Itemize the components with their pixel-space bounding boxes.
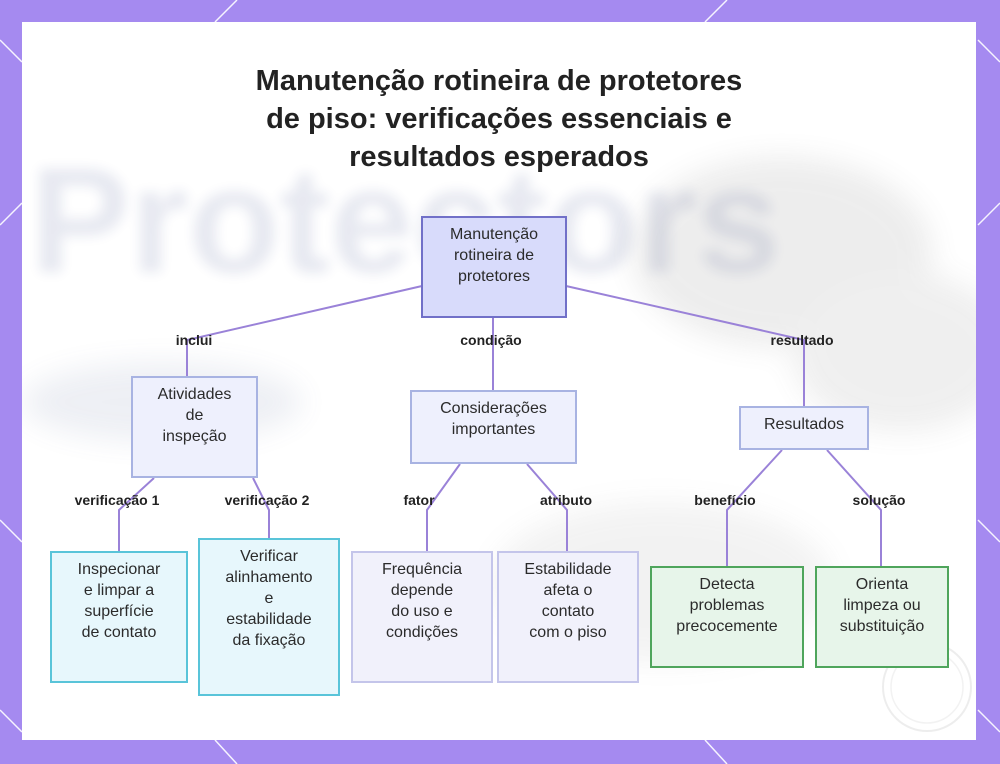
edge-label-solucao: solução bbox=[853, 492, 906, 508]
diagram-card: Protectors Manutenção rotineira de prote… bbox=[22, 22, 976, 740]
node-detects-problems: Detecta problemas precocemente bbox=[650, 566, 804, 668]
node-inspect-clean: Inspecionar e limpar a superfície de con… bbox=[50, 551, 188, 683]
node-stability: Estabilidade afeta o contato com o piso bbox=[497, 551, 639, 683]
edge-label-resultado: resultado bbox=[770, 332, 833, 348]
edge-label-condicao: condição bbox=[460, 332, 521, 348]
node-guides-cleaning: Orienta limpeza ou substituição bbox=[815, 566, 949, 668]
edge-label-fator: fator bbox=[403, 492, 434, 508]
edge-label-inclui: inclui bbox=[176, 332, 213, 348]
node-root: Manutenção rotineira de protetores bbox=[421, 216, 567, 318]
node-results: Resultados bbox=[739, 406, 869, 450]
connector-results-detects bbox=[727, 450, 782, 566]
edge-label-atributo: atributo bbox=[540, 492, 592, 508]
node-considerations: Considerações importantes bbox=[410, 390, 577, 464]
node-frequency: Frequência depende do uso e condições bbox=[351, 551, 493, 683]
connector-inspection-align bbox=[253, 478, 269, 538]
node-inspection-activities: Atividades de inspeção bbox=[131, 376, 258, 478]
connector-root-inspection bbox=[187, 286, 422, 376]
edge-label-verificacao-2: verificação 2 bbox=[225, 492, 310, 508]
connector-root-results bbox=[566, 286, 804, 406]
node-check-alignment: Verificar alinhamento e estabilidade da … bbox=[198, 538, 340, 696]
edge-label-beneficio: benefício bbox=[694, 492, 755, 508]
edge-label-verificacao-1: verificação 1 bbox=[75, 492, 160, 508]
connector-inspection-clean bbox=[119, 478, 154, 551]
connector-results-guides bbox=[827, 450, 881, 566]
